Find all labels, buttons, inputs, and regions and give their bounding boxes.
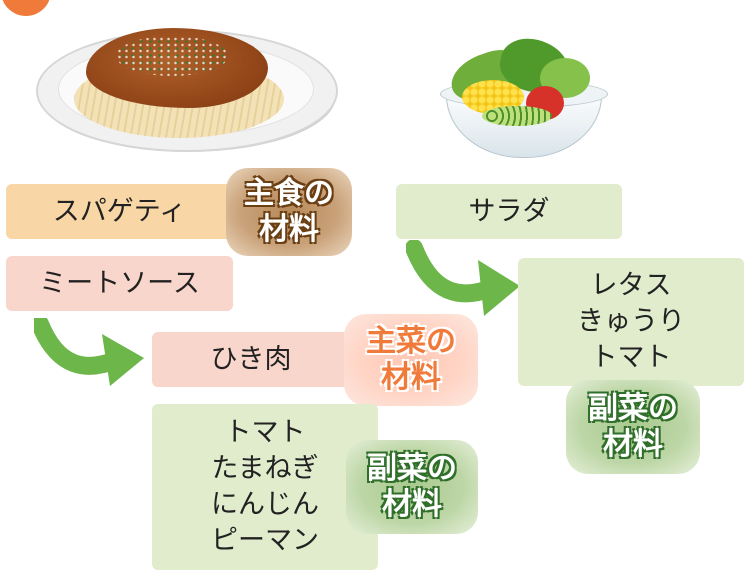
box-vegetables-salad: レタス きゅうり トマト [518, 258, 744, 386]
box-hikiniku: ひき肉 [152, 332, 350, 387]
corner-badge [1, 0, 51, 16]
badge-side-right-line1: 副菜の [588, 391, 678, 426]
cucumber-slices [482, 106, 552, 126]
veg-item: にんじん [211, 489, 319, 520]
arrow-icon [406, 240, 524, 320]
veg-item: きゅうり [577, 306, 685, 337]
badge-main-ingredients: 主菜の 材料 [344, 314, 478, 406]
box-hikiniku-label: ひき肉 [210, 343, 292, 375]
badge-side-ingredients-right: 副菜の 材料 [566, 380, 700, 474]
box-salad: サラダ [396, 184, 622, 239]
box-vegetables-meat-sauce: トマト たまねぎ にんじん ピーマン [152, 404, 378, 570]
veg-item: レタス [590, 270, 672, 301]
box-salad-label: サラダ [468, 195, 550, 227]
box-meat-sauce-label: ミートソース [39, 267, 200, 299]
badge-side-right-line2: 材料 [603, 427, 663, 462]
arrow-icon [34, 318, 150, 390]
lettuce-leaf [540, 58, 590, 98]
badge-side-left-line1: 副菜の [367, 451, 457, 486]
badge-staple-ingredients: 主食の 材料 [226, 168, 352, 256]
badge-side-left-line2: 材料 [382, 487, 442, 522]
veg-item: トマト [590, 342, 672, 373]
lettuce-leaf [444, 43, 528, 109]
veg-item: ピーマン [211, 525, 319, 556]
salad-bowl-rim [440, 80, 608, 108]
badge-main-line1: 主菜の [366, 324, 456, 359]
badge-side-ingredients-left: 副菜の 材料 [346, 440, 478, 534]
badge-staple-line1: 主食の [244, 176, 334, 211]
box-spaghetti: スパゲティ [6, 184, 233, 239]
tomato-slice [526, 86, 564, 120]
badge-main-line2: 材料 [381, 360, 441, 395]
lettuce-leaf [494, 32, 576, 100]
veg-item: トマト [224, 417, 306, 448]
salad-bowl [446, 88, 602, 158]
veg-item: たまねぎ [211, 453, 319, 484]
parsley-sprinkle [116, 36, 228, 76]
corn [462, 80, 524, 114]
spaghetti-illustration [0, 0, 360, 170]
badge-staple-line2: 材料 [259, 212, 319, 247]
box-spaghetti-label: スパゲティ [52, 195, 187, 227]
box-meat-sauce: ミートソース [6, 256, 233, 311]
